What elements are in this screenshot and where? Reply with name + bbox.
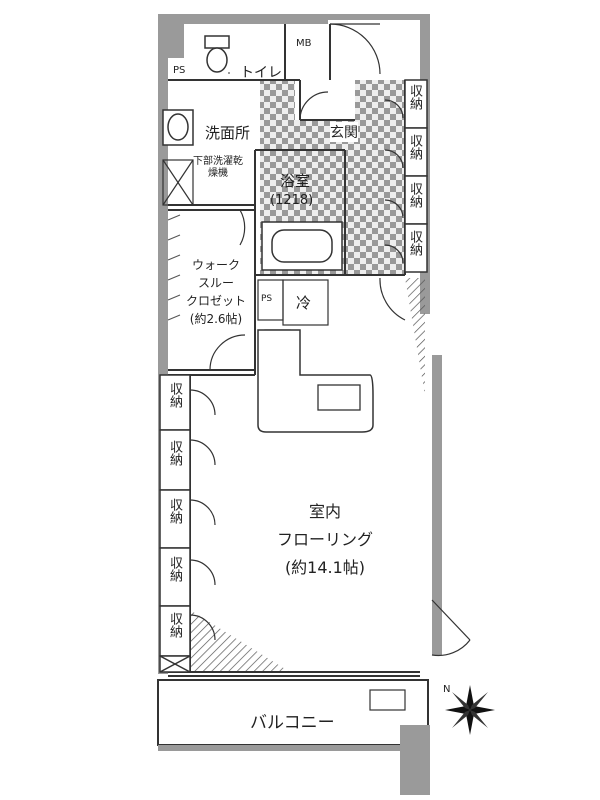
entrance-label: 玄関 (330, 122, 358, 142)
closet-line1: ウォーク (191, 258, 240, 272)
storage-label-r2: 収納 (407, 134, 422, 160)
kitchen-sink (317, 384, 361, 411)
hatch-area-right (405, 278, 425, 395)
living-size: (約14.1帖) (284, 558, 366, 577)
storage-label-l4: 収納 (167, 556, 182, 582)
storage-label-l3: 収納 (167, 498, 182, 524)
mb-label: MB (296, 38, 312, 49)
ps-label-top: PS (173, 65, 186, 76)
balcony-label: バルコニー (250, 713, 335, 733)
living-room-name: 室内 (308, 502, 341, 521)
fridge-label: 冷 (296, 294, 312, 312)
closet-line2: スルー (197, 276, 234, 290)
closet-line3: クロゼット (185, 294, 246, 308)
storage-label-l2: 収納 (167, 440, 182, 466)
washbasin (162, 109, 194, 146)
washer-note: 下部洗濯乾燥機 (193, 156, 243, 179)
entrance-storage (404, 79, 428, 273)
washroom-label: 洗面所 (205, 124, 251, 142)
bathtub (261, 221, 343, 271)
closet-label: ウォーク スルー クロゼット (約2.6帖) (178, 256, 254, 328)
hatch-area-left (190, 610, 290, 672)
balcony (157, 679, 430, 795)
kitchen-counter (257, 329, 374, 433)
door-swings (189, 23, 471, 657)
interior-walls (168, 24, 420, 677)
bath-size: (1218) (270, 193, 314, 208)
washer-box (162, 159, 194, 206)
left-storage (159, 374, 191, 673)
bath-label: 浴室 (280, 172, 311, 190)
storage-label-l5: 収納 (167, 612, 182, 638)
living-label: 室内 フローリング (約14.1帖) (240, 498, 410, 582)
closet-rail (167, 214, 181, 321)
closet-size: (約2.6帖) (189, 312, 243, 326)
compass-north-label: N (443, 684, 451, 695)
living-flooring: フローリング (276, 530, 373, 549)
storage-label-r4: 収納 (407, 230, 422, 256)
storage-label-r3: 収納 (407, 182, 422, 208)
toilet-fixture (204, 35, 230, 73)
entrance-floor-cover (295, 80, 355, 120)
storage-label-r1: 収納 (407, 84, 422, 110)
ps-label-kitchen: PS (261, 294, 273, 304)
toilet-label: トイレ (240, 65, 282, 81)
storage-label-l1: 収納 (167, 382, 182, 408)
fridge-area (257, 279, 329, 326)
compass-icon (445, 685, 495, 735)
